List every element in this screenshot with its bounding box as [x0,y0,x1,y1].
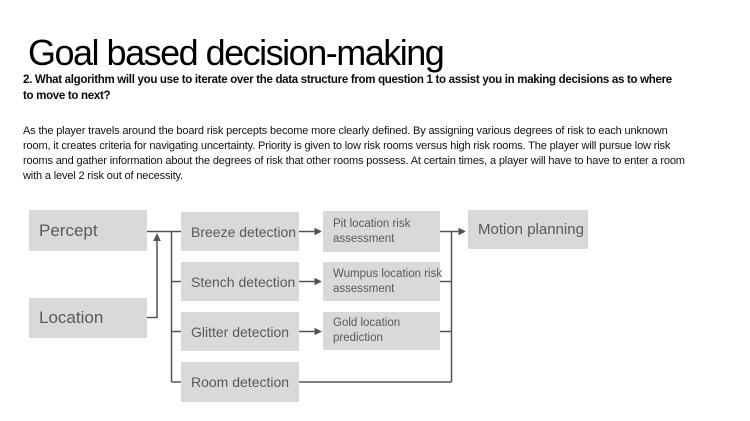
text-line: to move to next? [23,90,111,102]
node-label: Glitter detection [191,323,290,340]
node-label: Percept [39,220,98,240]
text-line: room, it creates criteria for navigating… [23,140,671,152]
body-paragraph: As the player travels around the board r… [23,124,685,184]
text-line: As the player travels around the board r… [23,125,668,137]
node-label: assessment [333,232,395,245]
node-wumpus-location-risk-assessment: Wumpus location risk assessment [323,262,443,301]
node-label: Room detection [191,374,290,390]
node-gold-location-prediction: Gold location prediction [323,312,440,350]
node-label: Breeze detection [191,223,297,240]
text-line: with a level 2 risk out of necessity. [23,170,183,182]
text-line: 2. What algorithm will you use to iterat… [23,74,672,86]
node-label: assessment [333,282,395,295]
slide-title: Goal based decision-making [28,32,445,74]
arrowheads [153,227,466,336]
node-room-detection: Room detection [181,362,299,402]
node-stench-detection: Stench detection [181,262,299,301]
node-motion-planning: Motion planning [468,210,588,249]
node-breeze-detection: Breeze detection [181,212,299,251]
text-line: rooms and gather information about the d… [23,155,685,167]
node-percept: Percept [29,210,147,251]
question-text: 2. What algorithm will you use to iterat… [23,72,672,104]
node-label: Gold location [333,317,401,329]
node-label: prediction [333,332,383,344]
node-glitter-detection: Glitter detection [181,312,299,351]
node-label: Stench detection [191,273,296,290]
node-label: Pit location risk [333,217,411,230]
node-location: Location [29,298,147,338]
node-label: Motion planning [478,221,584,238]
node-pit-location-risk-assessment: Pit location risk assessment [323,211,440,252]
node-label: Wumpus location risk [333,267,443,280]
node-label: Location [39,308,104,327]
